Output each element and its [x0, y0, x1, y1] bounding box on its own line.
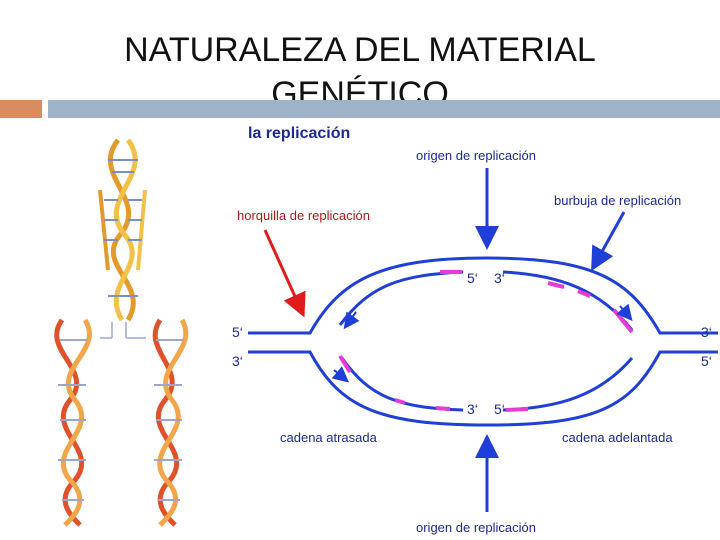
label-leading: cadena adelantada — [562, 430, 673, 445]
label-bubble: burbuja de replicación — [554, 193, 681, 208]
primer-top-right-1 — [547, 281, 565, 289]
primer-bottom-right — [505, 407, 529, 412]
end-label-inner-bottom-right: 5‘ — [494, 401, 505, 417]
primer-bottom-left-2 — [394, 398, 406, 405]
synthesis-direction-arrows — [331, 303, 633, 383]
parental-strand-bottom — [248, 350, 718, 427]
primer-bottom-left-1 — [338, 354, 352, 374]
end-label-inner-top-right: 3‘ — [494, 270, 505, 286]
primer-top-right-3 — [612, 308, 634, 334]
title-line-1: NATURALEZA DEL MATERIAL — [124, 31, 596, 69]
primer-top-right-2 — [577, 289, 591, 298]
diagram-heading: la replicación — [248, 125, 350, 142]
new-strand-bottom-right — [502, 357, 634, 412]
label-origin-bottom: origen de replicación — [416, 520, 536, 535]
end-label-right-top: 3‘ — [701, 324, 712, 340]
end-label-inner-bottom-left: 3‘ — [467, 401, 478, 417]
helix-top — [98, 138, 147, 322]
helix-left-copy — [54, 318, 92, 527]
slide-title: NATURALEZA DEL MATERIAL GENÉTICO — [60, 28, 660, 116]
label-lagging: cadena atrasada — [280, 430, 378, 445]
parental-strand-top — [248, 256, 718, 335]
replication-bubble — [248, 256, 718, 427]
bubble-arrow — [591, 211, 626, 272]
helix-right-copy — [152, 318, 189, 527]
end-label-left-bottom: 3‘ — [232, 353, 243, 369]
dna-helix-illustration — [54, 138, 189, 527]
accent-bar-blue — [48, 100, 720, 118]
end-label-right-bottom: 5‘ — [701, 353, 712, 369]
label-origin-top: origen de replicación — [416, 148, 536, 163]
fork-arrow — [263, 229, 306, 318]
label-fork: horquilla de replicación — [237, 208, 370, 223]
primer-bottom-left-3 — [435, 406, 451, 411]
accent-bar-orange — [0, 100, 42, 118]
end-label-left-top: 5‘ — [232, 324, 243, 340]
end-label-inner-top-left: 5‘ — [467, 270, 478, 286]
